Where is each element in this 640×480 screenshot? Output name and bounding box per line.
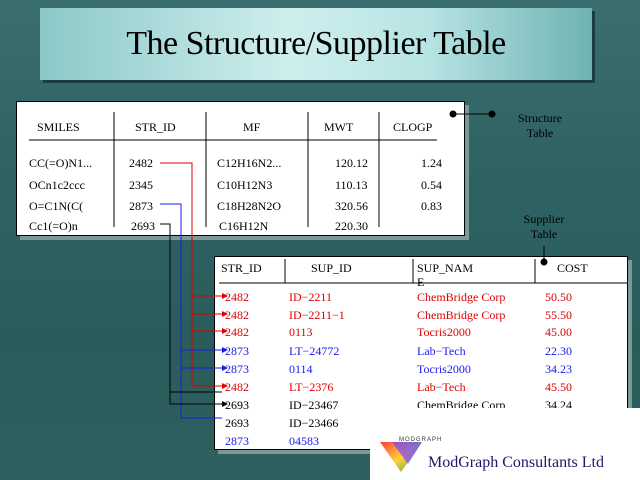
supplier-table-lines (219, 259, 627, 284)
structure-label-line2: Table (526, 126, 554, 140)
structure-row-2-mf: C10H12N3 (217, 178, 273, 192)
structure-row-2-mwt: 110.13 (335, 178, 368, 192)
supplier-row-9-sup-id: 04583 (289, 434, 319, 448)
header-str-id: STR_ID (135, 120, 176, 134)
header-mf: MF (243, 120, 261, 134)
supplier-row-8-sup-id: ID−23466 (289, 416, 339, 430)
structure-label-line1: Structure (518, 111, 562, 125)
link-2693 (160, 223, 222, 405)
company-name: ModGraph Consultants Ltd (428, 454, 604, 471)
supplier-header-str-id: STR_ID (221, 261, 262, 275)
structure-row-3-str-id: 2873 (129, 199, 153, 213)
structure-row-4-mwt: 220.30 (335, 219, 368, 233)
structure-row-2-str-id: 2345 (129, 178, 153, 192)
supplier-row-9-str-id: 2873 (225, 434, 249, 448)
supplier-row-1-cost: 50.50 (545, 290, 572, 304)
structure-row-3-clogp: 0.83 (421, 199, 442, 213)
supplier-row-6-str-id: 2482 (225, 380, 249, 394)
supplier-row-3-cost: 45.00 (545, 325, 572, 339)
link-2873 (160, 203, 222, 419)
supplier-row-3-sup-name: Tocris2000 (417, 325, 471, 339)
supplier-header-sup-name: SUP_NAM (417, 261, 474, 275)
supplier-row-1-sup-id: ID−2211 (289, 290, 332, 304)
supplier-row-1-sup-name: ChemBridge Corp (417, 290, 506, 304)
supplier-row-5-sup-id: 0114 (289, 362, 313, 376)
supplier-row-5-cost: 34.23 (545, 362, 572, 376)
supplier-row-6-cost: 45.50 (545, 380, 572, 394)
structure-row-4-str-id: 2693 (131, 219, 155, 233)
logo-small-text: MODGRAPH (399, 437, 443, 443)
structure-row-1-str-id: 2482 (129, 156, 153, 170)
structure-row-3-smiles: O=C1N(C( (29, 199, 84, 213)
supplier-row-6-sup-id: LT−2376 (289, 380, 334, 394)
supplier-row-2-sup-id: ID−2211−1 (289, 308, 345, 322)
structure-row-4-smiles: Cc1(=O)n (29, 219, 78, 233)
supplier-label-line1: Supplier (523, 212, 565, 226)
supplier-row-4-cost: 22.30 (545, 344, 572, 358)
supplier-row-5-str-id: 2873 (225, 362, 249, 376)
supplier-row-2-str-id: 2482 (225, 308, 249, 322)
supplier-row-2-cost: 55.50 (545, 308, 572, 322)
supplier-row-4-sup-name: Lab−Tech (417, 344, 466, 358)
supplier-label-line2: Table (530, 227, 558, 241)
structure-table-label: Structure Table (508, 111, 572, 141)
structure-row-1-mwt: 120.12 (335, 156, 368, 170)
supplier-row-8-str-id: 2693 (225, 416, 249, 430)
supplier-header-sup-name-wrap: E (417, 275, 425, 289)
structure-row-4-mf: C16H12N (219, 219, 269, 233)
header-mwt: MWT (324, 120, 354, 134)
supplier-row-4-sup-id: LT−24772 (289, 344, 340, 358)
supplier-header-cost: COST (557, 261, 588, 275)
structure-row-3-mwt: 320.56 (335, 199, 368, 213)
supplier-row-3-str-id: 2482 (225, 325, 249, 339)
supplier-row-5-sup-name: Tocris2000 (417, 362, 471, 376)
header-smiles: SMILES (37, 120, 80, 134)
supplier-row-3-sup-id: 0113 (289, 325, 313, 339)
structure-row-2-smiles: OCn1c2ccc (29, 178, 85, 192)
supplier-row-7-sup-id: ID−23467 (289, 398, 339, 412)
structure-row-2-clogp: 0.54 (421, 178, 442, 192)
title-banner: The Structure/Supplier Table (40, 8, 592, 80)
structure-pointer-end-dot (488, 110, 496, 118)
supplier-table-label: Supplier Table (512, 212, 576, 242)
structure-row-1-mf: C12H16N2... (217, 156, 282, 170)
supplier-row-4-str-id: 2873 (225, 344, 249, 358)
structure-row-3-mf: C18H28N2O (217, 199, 282, 213)
supplier-row-2-sup-name: ChemBridge Corp (417, 308, 506, 322)
supplier-row-6-sup-name: Lab−Tech (417, 380, 466, 394)
supplier-row-7-str-id: 2693 (225, 398, 249, 412)
header-clogp: CLOGP (393, 120, 433, 134)
page-title: The Structure/Supplier Table (126, 25, 506, 62)
structure-row-1-clogp: 1.24 (421, 156, 442, 170)
structure-table-panel: SMILES STR_ID MF MWT CLOGP CC(=O)N1... 2… (16, 101, 465, 236)
modgraph-logo-icon (380, 442, 422, 472)
structure-row-1-smiles: CC(=O)N1... (29, 156, 93, 170)
supplier-row-1-str-id: 2482 (225, 290, 249, 304)
supplier-header-sup-id: SUP_ID (311, 261, 352, 275)
